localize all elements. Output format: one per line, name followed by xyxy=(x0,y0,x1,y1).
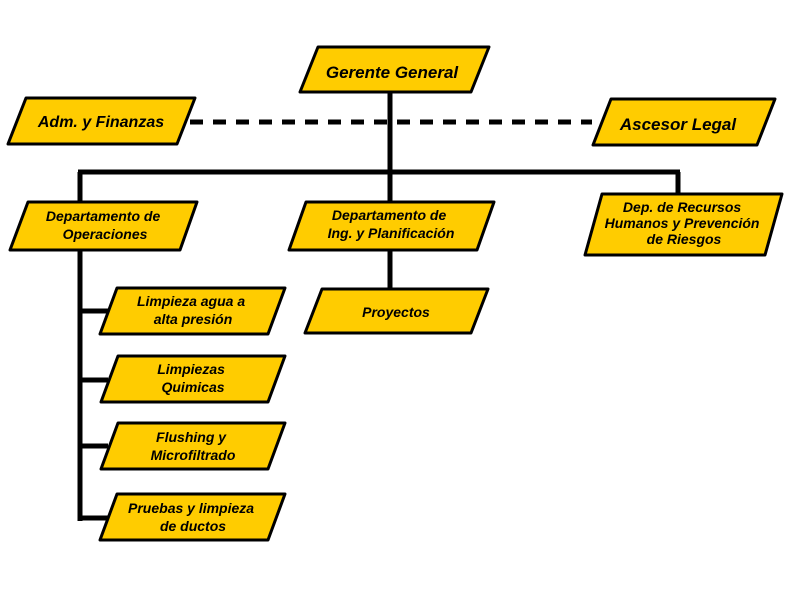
node-limpiezas-quimicas[interactable]: Limpiezas Quimicas xyxy=(99,354,287,404)
node-pruebas-ductos-line-1: Pruebas y limpieza xyxy=(128,500,254,516)
node-recursos-humanos-line-1: Dep. de Recursos xyxy=(623,199,741,215)
node-pruebas-ductos-line-2: de ductos xyxy=(160,518,226,534)
node-flushing-line-2: Microfiltrado xyxy=(151,447,236,463)
node-recursos-humanos-line-3: de Riesgos xyxy=(647,231,722,247)
node-proyectos[interactable]: Proyectos xyxy=(303,287,490,335)
node-operaciones-label: Departamento de Operaciones xyxy=(46,208,164,242)
node-recursos-humanos-line-2: Humanos y Prevención xyxy=(605,215,760,231)
node-operaciones[interactable]: Departamento de Operaciones xyxy=(8,200,199,252)
node-ingenieria-line-1: Departamento de xyxy=(332,207,447,223)
node-flushing-line-1: Flushing y xyxy=(156,429,227,445)
node-gerente-general-label: Gerente General xyxy=(326,63,460,82)
node-limpieza-agua-label: Limpieza agua a alta presión xyxy=(137,293,249,327)
node-limpieza-agua-line-1: Limpieza agua a xyxy=(137,293,245,309)
node-adm-finanzas-label: Adm. y Finanzas xyxy=(37,114,164,131)
node-limpieza-agua[interactable]: Limpieza agua a alta presión xyxy=(98,286,287,336)
node-limpiezas-quimicas-line-2: Quimicas xyxy=(161,379,224,395)
node-ingenieria-line-2: Ing. y Planificación xyxy=(328,225,455,241)
node-flushing-label: Flushing y Microfiltrado xyxy=(151,429,236,463)
node-limpiezas-quimicas-line-1: Limpiezas xyxy=(157,361,225,377)
node-ingenieria-label: Departamento de Ing. y Planificación xyxy=(328,207,455,241)
node-ascesor-legal[interactable]: Ascesor Legal xyxy=(591,97,777,147)
node-flushing[interactable]: Flushing y Microfiltrado xyxy=(99,421,287,471)
node-limpieza-agua-line-2: alta presión xyxy=(154,311,233,327)
node-operaciones-line-2: Operaciones xyxy=(63,226,148,242)
connector-lines xyxy=(77,92,681,521)
node-pruebas-ductos[interactable]: Pruebas y limpieza de ductos xyxy=(98,492,287,542)
node-operaciones-line-1: Departamento de xyxy=(46,208,161,224)
node-limpiezas-quimicas-label: Limpiezas Quimicas xyxy=(157,361,229,395)
node-gerente-general[interactable]: Gerente General xyxy=(298,45,491,94)
node-proyectos-label: Proyectos xyxy=(362,304,430,320)
node-ascesor-legal-label: Ascesor Legal xyxy=(619,115,737,134)
node-recursos-humanos[interactable]: Dep. de Recursos Humanos y Prevención de… xyxy=(583,192,784,257)
node-pruebas-ductos-label: Pruebas y limpieza de ductos xyxy=(128,500,258,534)
node-adm-finanzas[interactable]: Adm. y Finanzas xyxy=(6,96,197,146)
node-recursos-humanos-label: Dep. de Recursos Humanos y Prevención de… xyxy=(605,199,764,247)
node-ingenieria[interactable]: Departamento de Ing. y Planificación xyxy=(287,200,496,252)
